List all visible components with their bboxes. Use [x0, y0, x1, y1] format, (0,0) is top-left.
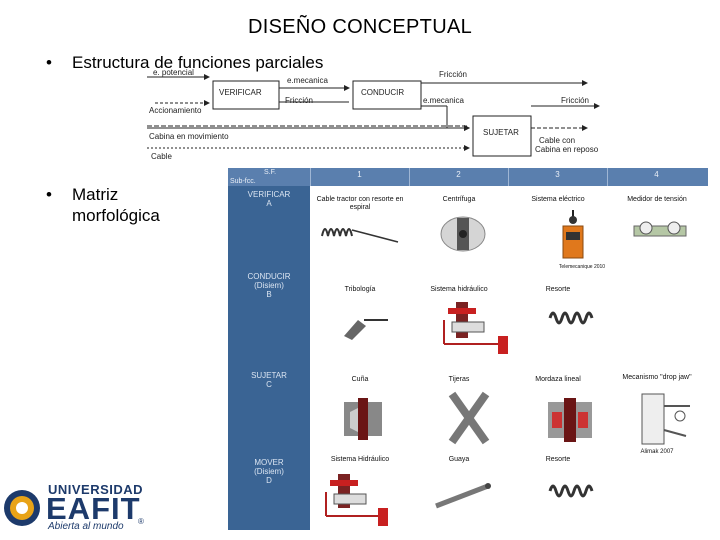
row-name: CONDUCIR: [228, 272, 310, 281]
matrix-header: S.F. Sub-fcc. 1 2 3 4: [228, 168, 708, 186]
row-code: B: [228, 290, 310, 299]
hydraulic-illustration: [438, 296, 514, 356]
option-label: Centrífuga: [411, 196, 507, 204]
spring-illustration: [546, 478, 596, 504]
corner-label: Sub-fcc.: [230, 178, 256, 185]
slide-title: DISEÑO CONCEPTUAL: [0, 16, 720, 39]
column-header: 3: [508, 170, 607, 179]
option-label: Resorte: [510, 286, 606, 294]
option-label: Cable tractor con resorte en espiral: [312, 196, 408, 212]
flow-label: e. potencial: [153, 68, 194, 77]
option-label: Sistema Hidráulico: [312, 456, 408, 464]
option-label: Medidor de tensión: [609, 196, 705, 204]
option-label: Sistema hidráulico: [411, 286, 507, 294]
flow-label: Fricción: [285, 96, 313, 105]
row-sub: (Disiem): [228, 467, 310, 476]
flow-label: Cable: [151, 152, 172, 161]
option-label: Mecanismo "drop jaw": [609, 374, 705, 382]
logo-registered: ®: [138, 517, 144, 526]
row-code: D: [228, 476, 310, 485]
source-note: Telemecanique 2010: [534, 263, 630, 271]
block-label: SUJETAR: [483, 128, 519, 137]
row-code: C: [228, 380, 310, 389]
flow-label: Cabina en reposo: [535, 145, 598, 154]
row-label-sujetar: SUJETAR C: [228, 371, 310, 389]
spring-illustration: [546, 306, 596, 330]
row-name: MOVER: [228, 458, 310, 467]
option-label: Cuña: [312, 376, 408, 384]
block-label: VERIFICAR: [219, 88, 262, 97]
bullet-symbol: •: [46, 52, 72, 73]
block-label: CONDUCIR: [361, 88, 404, 97]
option-label: Sistema eléctrico: [510, 196, 606, 204]
spring-cable-illustration: [318, 216, 402, 246]
flow-label: Fricción: [561, 96, 589, 105]
row-name: VERIFICAR: [228, 190, 310, 199]
row-label-verificar: VERIFICAR A: [228, 190, 310, 208]
option-label: Mordaza lineal: [510, 376, 606, 384]
flow-label: Accionamiento: [149, 106, 201, 115]
flow-label: Cabina en movimiento: [149, 132, 229, 141]
column-header: 2: [409, 170, 508, 179]
flow-label: e.mecanica: [423, 96, 464, 105]
row-label-mover: MOVER (Disiem) D: [228, 458, 310, 485]
centrifugal-illustration: [438, 212, 488, 256]
tension-meter-illustration: [632, 218, 688, 242]
cable-guaya-illustration: [430, 480, 494, 510]
morphological-matrix: S.F. Sub-fcc. 1 2 3 4 VERIFICAR A CONDUC…: [228, 168, 708, 530]
flow-label: Fricción: [439, 70, 467, 79]
row-name: SUJETAR: [228, 371, 310, 380]
row-sub: (Disiem): [228, 281, 310, 290]
function-structure-diagram: e. potencial Accionamiento e.mecanica Fr…: [147, 66, 617, 162]
source-note: Alimak 2007: [609, 448, 705, 456]
corner-label: S.F.: [264, 169, 276, 176]
hydraulic-system-illustration: [320, 466, 396, 528]
logo-tagline: Abierta al mundo: [48, 521, 124, 532]
wedge-illustration: [338, 394, 388, 444]
drop-jaw-illustration: [636, 390, 696, 448]
column-header: 1: [310, 170, 409, 179]
row-label-conducir: CONDUCIR (Disiem) B: [228, 272, 310, 299]
electric-switch-illustration: [558, 208, 588, 264]
flow-label: e.mecanica: [287, 76, 328, 85]
bullet-symbol: •: [46, 184, 72, 226]
tribology-illustration: [340, 306, 392, 340]
column-header: 4: [607, 170, 706, 179]
linear-clamp-illustration: [542, 396, 598, 444]
option-label: Resorte: [510, 456, 606, 464]
bullet-text: Matriz morfológica: [72, 184, 182, 226]
scissors-illustration: [444, 390, 494, 446]
option-label: Tribología: [312, 286, 408, 294]
row-code: A: [228, 199, 310, 208]
option-label: Tijeras: [411, 376, 507, 384]
option-label: Guaya: [411, 456, 507, 464]
bullet-matrix: • Matriz morfológica: [46, 184, 182, 226]
flow-label: Cable con: [539, 136, 575, 145]
